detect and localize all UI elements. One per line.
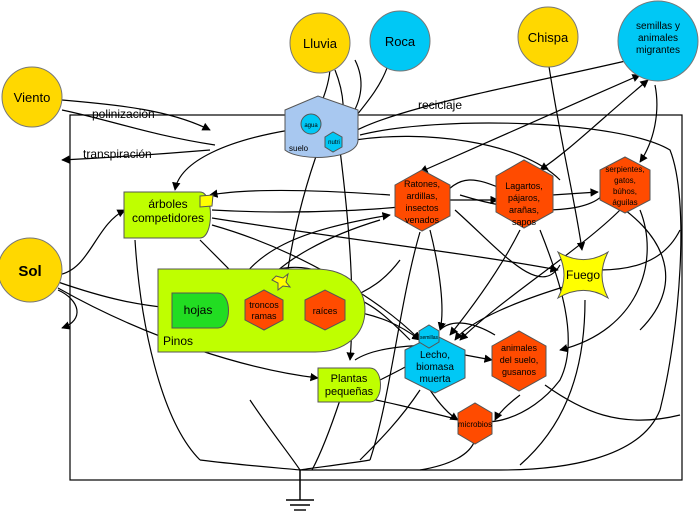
arboles-line-1: árboles (148, 197, 187, 211)
animales-suelo-line-3: gusanos (502, 367, 537, 377)
annotation-polinizacion: polinización (92, 107, 155, 121)
node-raices: raíces (304, 289, 346, 331)
soil-suelo-label: suelo (289, 144, 309, 153)
node-lagartos: Lagartos, pájaros, arañas, sapos (495, 159, 554, 229)
node-serpientes: serpientes, gatos, búhos, águilas (599, 156, 651, 214)
animales-suelo-line-2: del suelo, (500, 355, 539, 365)
lecho-line-2: biomasa (416, 362, 454, 373)
source-lluvia-label: Lluvia (303, 36, 338, 51)
lecho-semillas-label: semillas (420, 335, 439, 341)
ratones-line-1: Ratones, (404, 179, 440, 189)
source-viento: Viento (1, 66, 63, 128)
fuego-label: Fuego (566, 268, 600, 282)
serpientes-line-2: gatos, (614, 176, 636, 185)
source-lluvia: Lluvia (289, 12, 351, 74)
hojas-label: hojas (184, 303, 213, 317)
ratones-line-3: insectos (405, 203, 439, 213)
soil-tank: suelo agua nutri (284, 95, 359, 158)
source-semillas: semillas y animales migrantes (617, 0, 699, 82)
serpientes-line-3: búhos, (613, 187, 637, 196)
source-chispa-label: Chispa (528, 30, 569, 45)
node-fuego: Fuego (556, 250, 610, 300)
node-lecho-semillas: semillas (418, 324, 440, 349)
annotation-reciclaje: reciclaje (418, 98, 462, 112)
plantas-line-2: pequeñas (325, 386, 374, 398)
pinos-fire-mark (271, 272, 292, 292)
source-semillas-line-3: migrantes (636, 45, 680, 56)
serpientes-line-1: serpientes, (605, 165, 644, 174)
source-semillas-line-2: animales (638, 33, 678, 44)
soil-nutri-node (324, 131, 343, 153)
connections (57, 59, 682, 490)
microbios-label: microbios (458, 420, 492, 429)
source-chispa: Chispa (517, 6, 579, 68)
animales-suelo-line-1: animales (501, 343, 538, 353)
ratones-line-2: ardillas, (406, 191, 437, 201)
troncos-line-1: troncos (249, 300, 279, 310)
lecho-line-1: Lecho, (420, 350, 450, 361)
arboles-fire-mark (199, 194, 214, 208)
node-microbios: microbios (457, 402, 493, 445)
arboles-line-2: competidores (132, 211, 204, 225)
soil-nutri-label: nutri (328, 140, 340, 146)
source-sol: Sol (0, 237, 63, 303)
source-semillas-line-1: semillas y (636, 21, 680, 32)
pinos-label: Pinos (163, 334, 193, 348)
soil-agua-label: agua (304, 123, 318, 129)
lagartos-line-2: pájaros, (508, 193, 540, 203)
raices-label: raíces (313, 306, 338, 316)
node-troncos: troncos ramas (244, 289, 284, 331)
source-viento-label: Viento (14, 90, 51, 105)
lagartos-line-1: Lagartos, (505, 181, 543, 191)
node-arboles: árboles competidores (123, 191, 214, 239)
ground-sink-icon (286, 470, 314, 511)
ratones-line-4: venados (405, 215, 440, 225)
serpientes-line-4: águilas (612, 198, 637, 207)
lagartos-line-3: arañas, (509, 205, 539, 215)
troncos-line-2: ramas (251, 311, 277, 321)
source-roca-label: Roca (385, 34, 416, 49)
soil-agua-node (300, 113, 322, 135)
source-sol-label: Sol (18, 263, 41, 280)
lagartos-line-4: sapos (512, 217, 537, 227)
node-hojas: hojas (171, 292, 229, 329)
lecho-line-3: muerta (419, 374, 451, 385)
annotation-transpiracion: transpiración (83, 147, 152, 161)
plantas-line-1: Plantas (331, 373, 368, 385)
node-animales-suelo: animales del suelo, gusanos (491, 330, 547, 392)
node-ratones: Ratones, ardillas, insectos venados (394, 169, 451, 232)
source-roca: Roca (369, 10, 431, 72)
node-plantas: Plantas pequeñas (317, 367, 381, 403)
